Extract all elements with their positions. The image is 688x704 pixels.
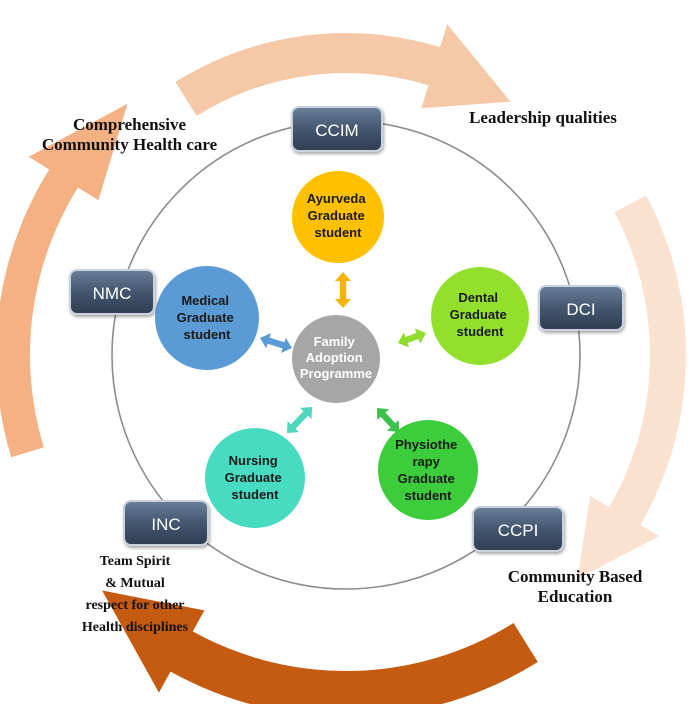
council-nmc-label: NMC [93, 284, 132, 303]
dental-label-line: Dental [458, 290, 498, 305]
nursing-student-node: Nursing Graduate student [205, 428, 305, 528]
student-nodes: Ayurveda Graduate student Dental Graduat… [155, 171, 529, 528]
ayurveda-label-line: Ayurveda [307, 191, 367, 206]
cycle-arrows [0, 24, 686, 704]
council-ccpi-label: CCPI [498, 521, 539, 540]
ayurveda-label-line: student [315, 225, 363, 240]
medical-label-line: Medical [181, 293, 229, 308]
outcome-bottom-left-line: Team Spirit [99, 554, 171, 569]
connector-arrows [260, 272, 426, 433]
council-dci-label: DCI [566, 300, 595, 319]
dental-student-node: Dental Graduate student [431, 267, 529, 365]
medical-student-node: Medical Graduate student [155, 266, 259, 370]
dental-label-line: student [457, 324, 505, 339]
council-dci-box [538, 285, 624, 331]
physiotherapy-label-line: student [405, 488, 453, 503]
center-node: Family Adoption Programme [292, 315, 380, 403]
ayurveda-connector-arrow [335, 272, 351, 308]
physiotherapy-connector-arrow [377, 408, 399, 432]
center-label: Family Adoption Programme [300, 334, 372, 381]
medical-circle [155, 266, 259, 370]
nursing-circle [205, 428, 305, 528]
outcome-top-right: Leadership qualities [448, 108, 638, 128]
dental-connector-arrow [398, 328, 426, 348]
physiotherapy-label-line: Physiothe [395, 437, 457, 452]
outcome-bottom-left: Team Spirit & Mutual respect for other H… [50, 551, 220, 639]
ayurveda-label-line: Graduate [308, 208, 365, 223]
medical-label: Medical Graduate student [177, 293, 238, 342]
nursing-connector-arrow [287, 407, 312, 433]
nursing-label-line: Graduate [225, 470, 282, 485]
council-inc-label: INC [151, 515, 180, 534]
center-label-line: Family [314, 334, 356, 349]
center-label-line: Programme [300, 366, 372, 381]
physiotherapy-circle [378, 420, 478, 520]
ayurveda-student-node: Ayurveda Graduate student [292, 171, 384, 263]
medical-connector-arrow [260, 333, 292, 353]
outcome-bottom-left-line: respect for other [85, 598, 185, 613]
physiotherapy-student-node: Physiothe rapy Graduate student [378, 420, 478, 520]
council-ccpi: CCPI [472, 506, 564, 552]
council-nmc-box [69, 269, 155, 315]
cycle-arrow-left [0, 103, 128, 458]
outcome-top-left-line: Community Health care [41, 135, 218, 155]
outcome-bottom-right-line: Education [537, 587, 613, 607]
center-label-line: Adoption [306, 350, 363, 365]
council-ccim: CCIM [291, 106, 383, 152]
dental-circle [431, 267, 529, 365]
council-ccim-box [291, 106, 383, 152]
ayurveda-label: Ayurveda Graduate student [307, 191, 369, 240]
council-ccim-label: CCIM [315, 121, 358, 140]
nursing-label-line: student [232, 487, 280, 502]
council-inc-box [123, 500, 209, 546]
outcome-bottom-left-line: & Mutual [105, 576, 165, 591]
dental-label-line: Graduate [450, 307, 507, 322]
council-boxes: CCIM DCI CCPI INC NMC [69, 106, 624, 552]
outcome-bottom-right-line: Community Based [507, 567, 643, 586]
cycle-arrow-top [175, 24, 511, 116]
council-dci: DCI [538, 285, 624, 331]
medical-label-line: student [184, 327, 232, 342]
cycle-arrow-bottom [102, 590, 538, 704]
nursing-label: Nursing Graduate student [225, 453, 286, 502]
physiotherapy-label: Physiothe rapy Graduate student [395, 437, 461, 503]
physiotherapy-label-line: rapy [412, 454, 440, 469]
cycle-arrow-right [577, 195, 686, 579]
outcome-top-left-line: Comprehensive [72, 115, 186, 134]
nursing-label-line: Nursing [229, 453, 278, 468]
outcome-bottom-left-line: Health disciplines [81, 620, 189, 635]
physiotherapy-label-line: Graduate [398, 471, 455, 486]
outcome-top-left: Comprehensive Community Health care [22, 115, 237, 156]
dental-label: Dental Graduate student [450, 290, 511, 339]
outcome-bottom-right: Community Based Education [480, 567, 670, 608]
center-circle [292, 315, 380, 403]
council-ccpi-box [472, 506, 564, 552]
council-nmc: NMC [69, 269, 155, 315]
ayurveda-circle [292, 171, 384, 263]
medical-label-line: Graduate [177, 310, 234, 325]
council-inc: INC [123, 500, 209, 546]
outcome-top-right-line: Leadership qualities [469, 108, 617, 127]
